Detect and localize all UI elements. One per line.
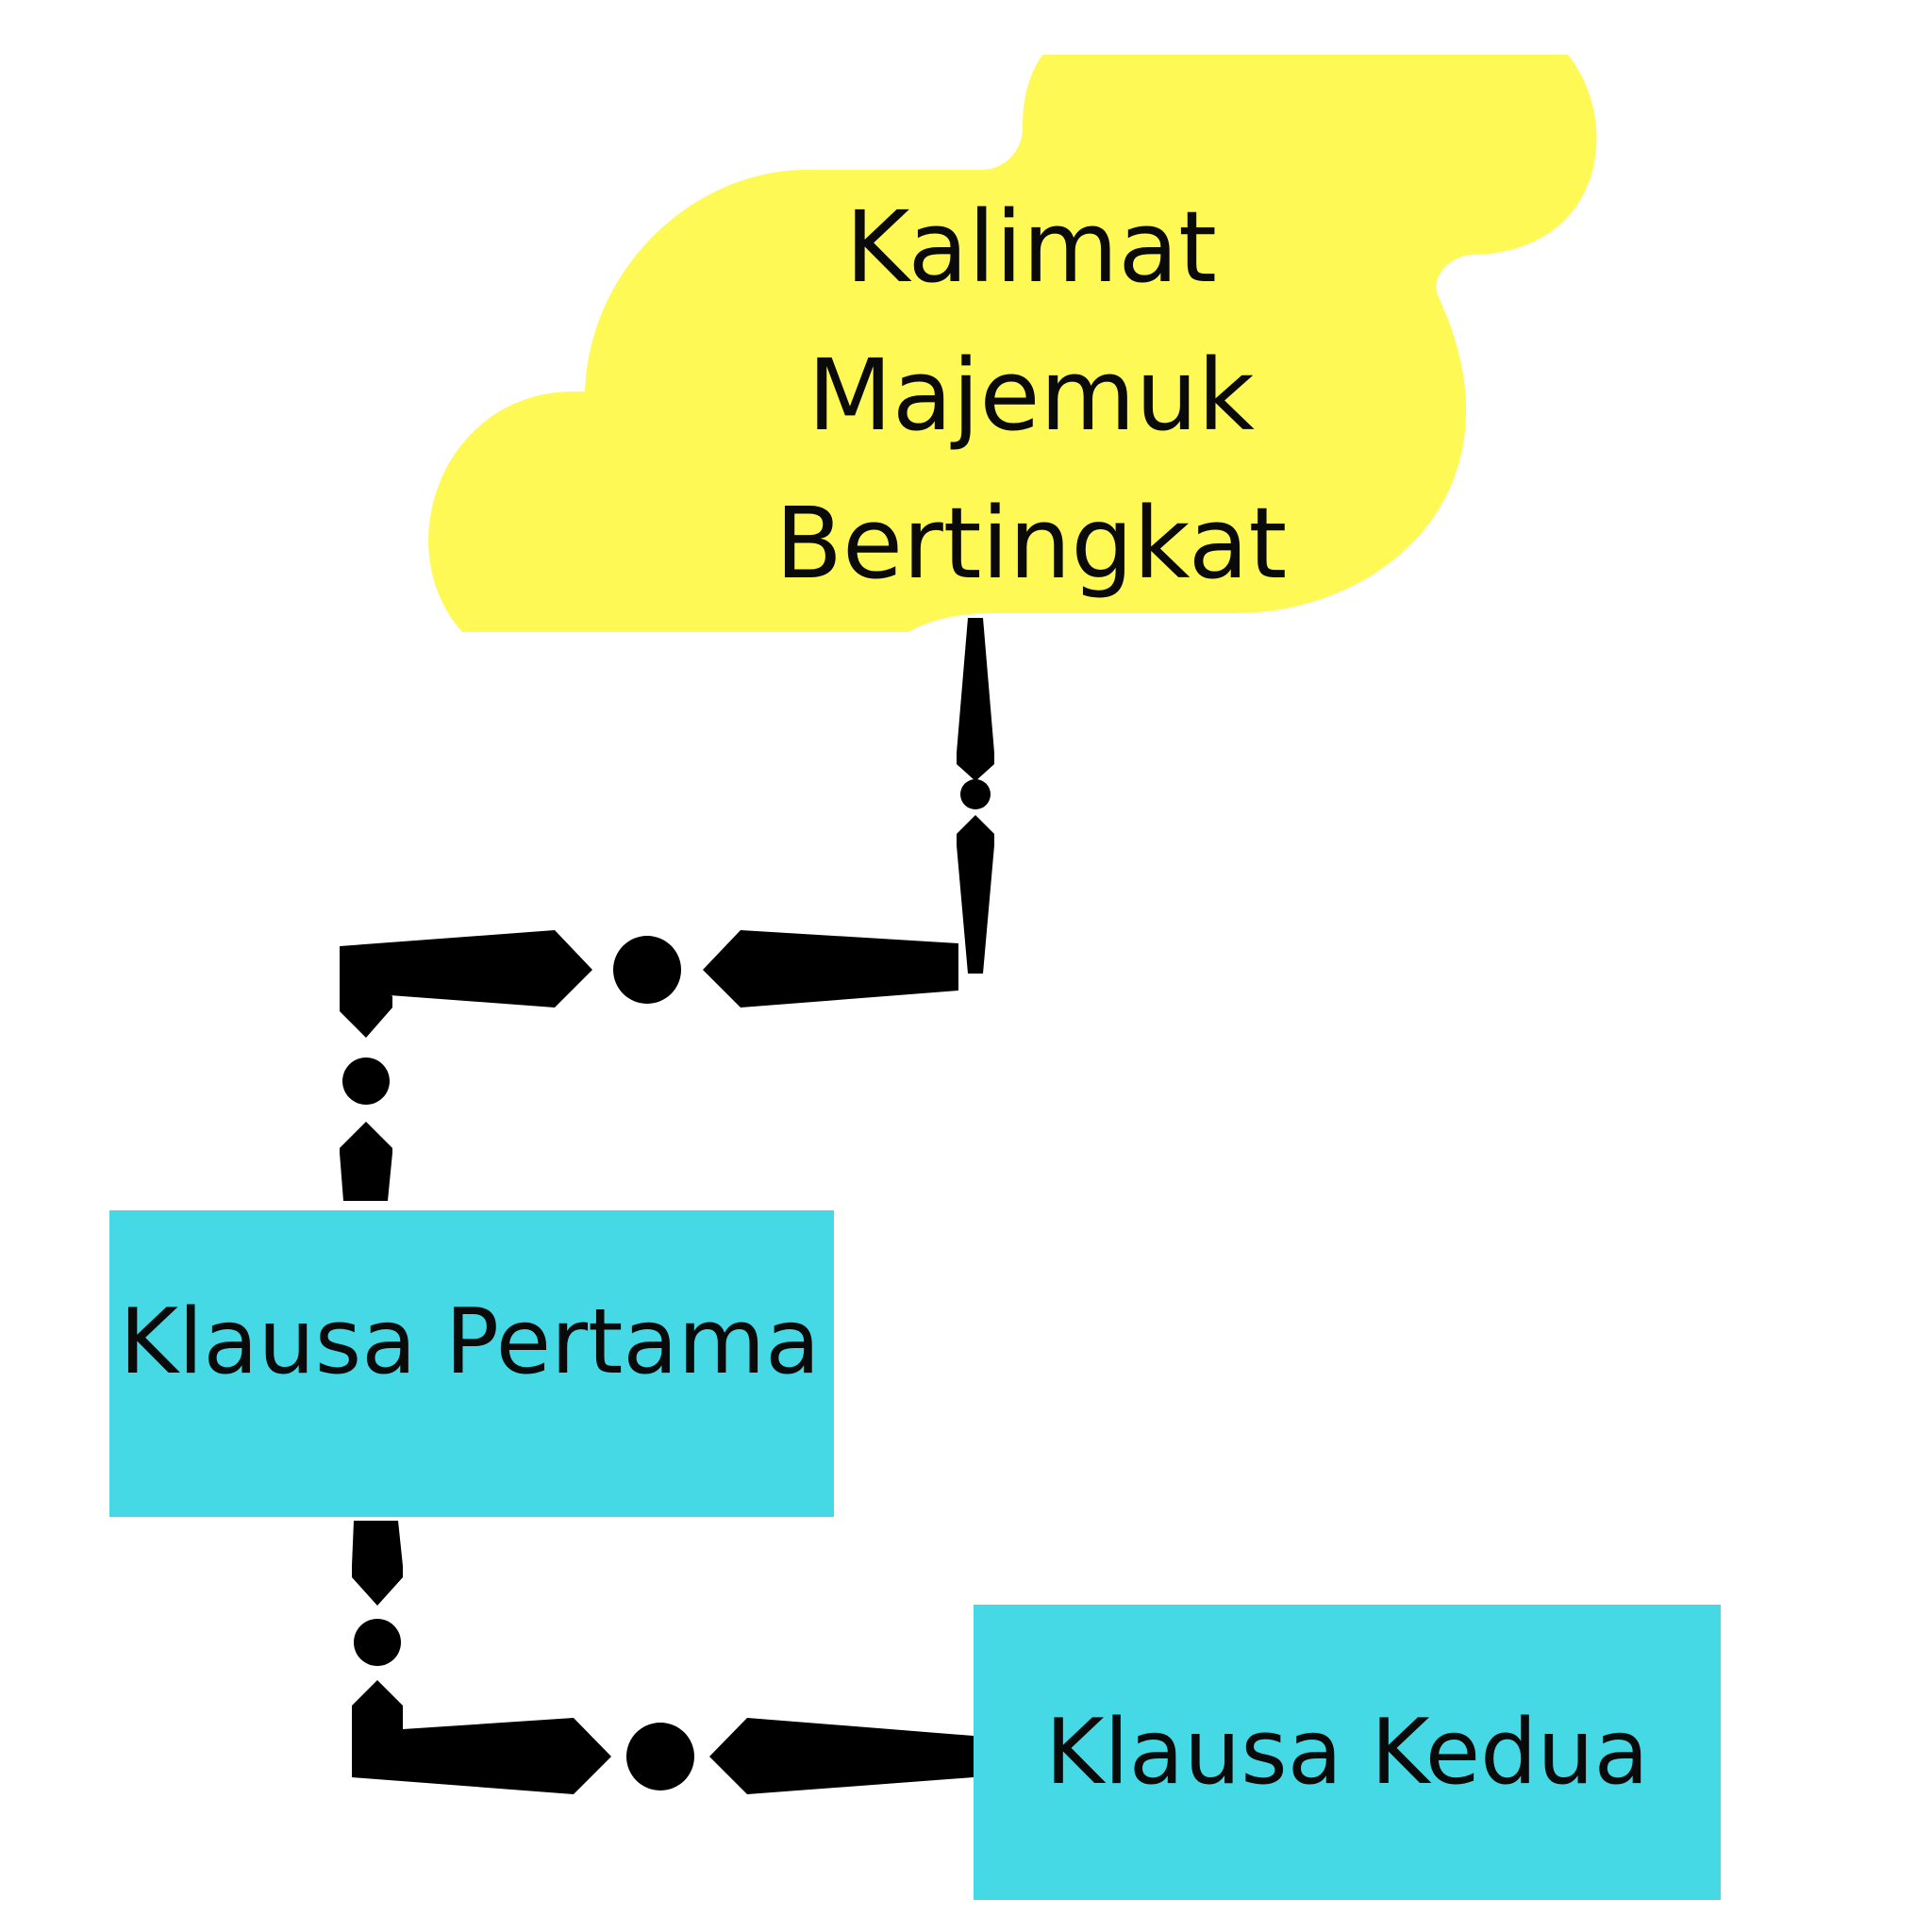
connector-dot — [613, 936, 681, 1004]
box-node-klausa-pertama: Klausa Pertama — [109, 1210, 834, 1517]
cloud-label-line-2: Majemuk — [808, 338, 1255, 453]
connector-dot — [960, 779, 991, 809]
connector-dash — [340, 1122, 392, 1201]
connector-dash — [709, 1718, 974, 1794]
connector-dash — [957, 618, 994, 781]
box-label-first-clause: Klausa Pertama — [120, 1291, 821, 1394]
box-shape-second-clause — [974, 1605, 1721, 1900]
cloud-node-kalimat-majemuk-bertingkat: Kalimat Majemuk Bertingkat — [428, 55, 1597, 632]
connector-dash — [352, 1680, 403, 1726]
cloud-label-line-1: Kalimat — [845, 190, 1217, 305]
connector-dash — [340, 930, 592, 1008]
connector-dash — [957, 815, 994, 974]
connector-root-to-first-clause — [340, 618, 994, 1201]
connector-dash — [352, 1718, 611, 1794]
cloud-label-line-3: Bertingkat — [775, 486, 1288, 601]
connector-dot — [354, 1619, 401, 1666]
box-label-second-clause: Klausa Kedua — [1045, 1701, 1649, 1805]
connector-dash — [340, 946, 392, 1038]
connector-dot — [342, 1058, 390, 1105]
connector-dash — [352, 1521, 403, 1606]
cloud-shape — [428, 55, 1597, 632]
box-node-klausa-kedua: Klausa Kedua — [974, 1605, 1721, 1900]
box-shape-first-clause — [109, 1210, 834, 1517]
connector-dot — [626, 1723, 694, 1790]
connector-dash — [703, 930, 958, 1008]
connector-first-to-second-clause — [352, 1521, 974, 1794]
